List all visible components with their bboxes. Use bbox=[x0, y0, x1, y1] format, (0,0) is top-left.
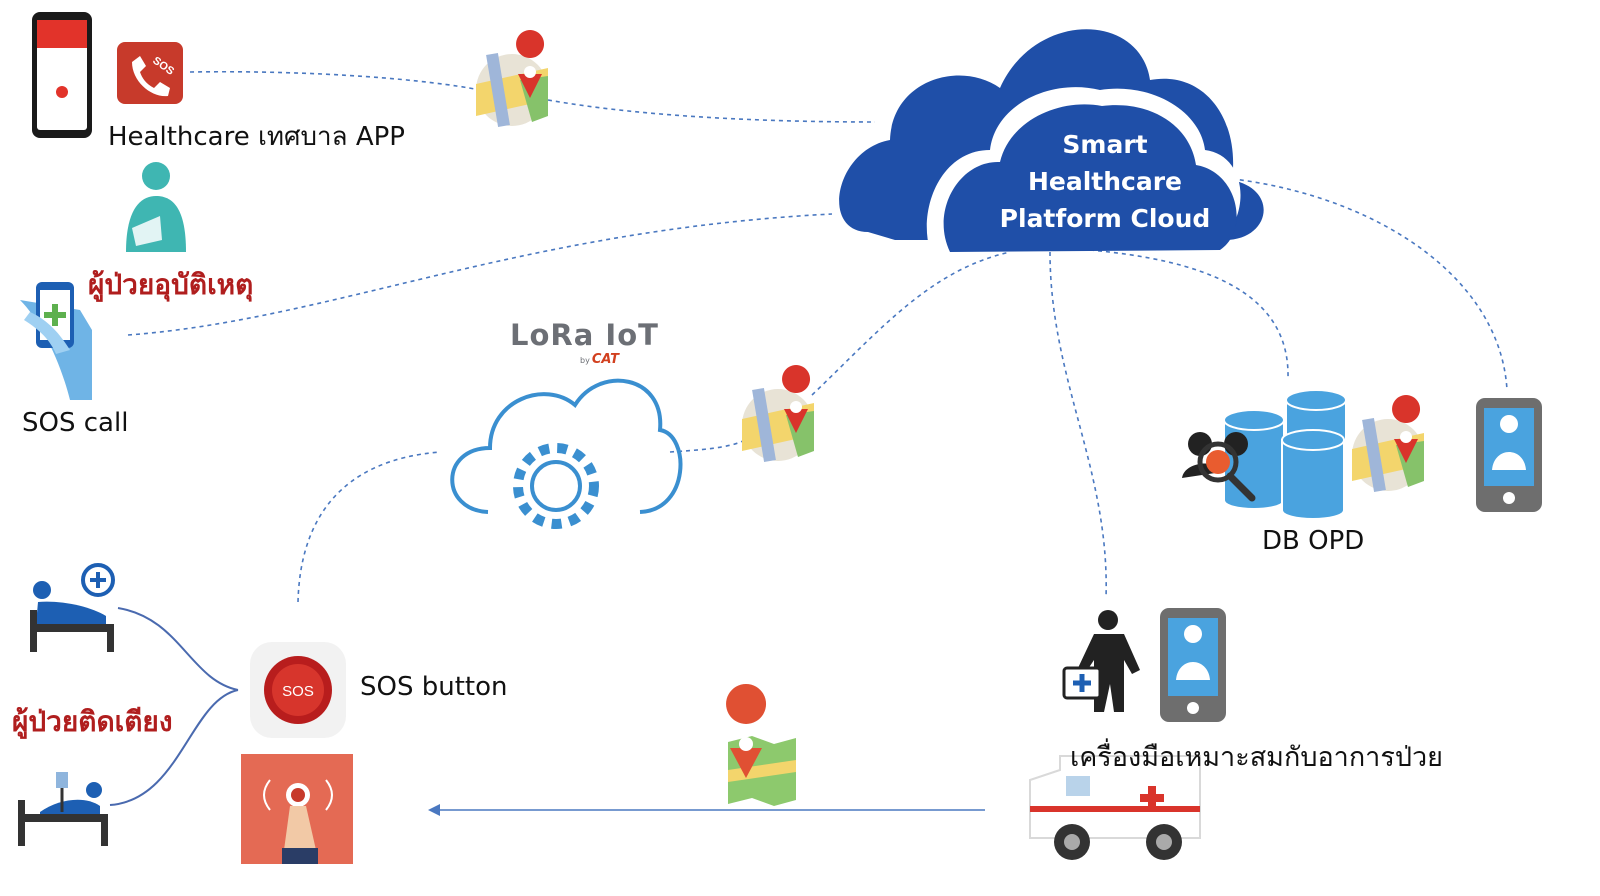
smartphone-app-icon bbox=[32, 12, 92, 138]
bedridden-patient-label: ผู้ป่วยติดเตียง bbox=[12, 705, 173, 738]
sos-button-label: SOS button bbox=[360, 672, 508, 702]
doctor-icon bbox=[1062, 610, 1140, 712]
lora-cloud-icon bbox=[450, 378, 683, 529]
ambulance-arrow bbox=[428, 804, 985, 816]
smart-cloud-title: Smart Healthcare Platform Cloud bbox=[985, 126, 1225, 237]
map-pin-icon bbox=[476, 30, 548, 126]
sos-call-label: SOS call bbox=[22, 408, 129, 438]
line-pin-to-cloud bbox=[547, 99, 876, 123]
database-icon bbox=[1223, 389, 1347, 520]
hospital-bed-iv-icon bbox=[18, 772, 108, 846]
smart-cloud-icon bbox=[839, 29, 1264, 252]
bed-patient-icon bbox=[30, 563, 115, 652]
map-folded-icon bbox=[726, 684, 796, 806]
bed-patient-brace bbox=[109, 607, 239, 806]
lora-logo-main: LoRa IoT bbox=[510, 318, 659, 352]
line-app-to-cloud bbox=[189, 70, 481, 91]
cloud-line-1: Smart bbox=[1062, 130, 1148, 159]
accident-patient-label: ผู้ป่วยอุบัติเหตุ bbox=[88, 268, 254, 301]
line-pin-to-cloud-2 bbox=[811, 251, 1011, 396]
doctor-phone-icon bbox=[1476, 398, 1542, 512]
sos-button-icon: SOS bbox=[250, 642, 346, 738]
line-cloud-to-phone bbox=[1199, 175, 1508, 391]
line-cloud-to-db bbox=[1089, 249, 1289, 379]
lora-logo-by: by bbox=[580, 356, 590, 365]
cloud-line-3: Platform Cloud bbox=[999, 204, 1211, 233]
tools-label: เครื่องมือเหมาะสมกับอาการป่วย bbox=[1070, 742, 1443, 773]
lora-logo-brand: CAT bbox=[591, 352, 620, 367]
line-sosbutton-to-lora bbox=[297, 451, 441, 603]
sos-button-text: SOS bbox=[282, 683, 314, 700]
hand-phone-icon bbox=[20, 282, 92, 400]
line-lora-to-pin bbox=[669, 439, 746, 453]
magnifier-people-icon bbox=[1182, 432, 1256, 502]
ambulance-icon bbox=[1029, 755, 1201, 860]
map-pin-icon bbox=[1352, 395, 1424, 491]
db-opd-label: DB OPD bbox=[1262, 526, 1365, 556]
injured-patient-icon bbox=[126, 162, 186, 252]
app-label: Healthcare เทศบาล APP bbox=[108, 122, 405, 152]
finger-press-sos-icon bbox=[241, 754, 353, 864]
map-pin-icon bbox=[742, 365, 814, 461]
line-cloud-to-doctor bbox=[1049, 251, 1107, 599]
cloud-line-2: Healthcare bbox=[1027, 167, 1183, 196]
sos-phone-icon: SOS bbox=[117, 42, 183, 104]
doctor-phone-icon bbox=[1160, 608, 1226, 722]
